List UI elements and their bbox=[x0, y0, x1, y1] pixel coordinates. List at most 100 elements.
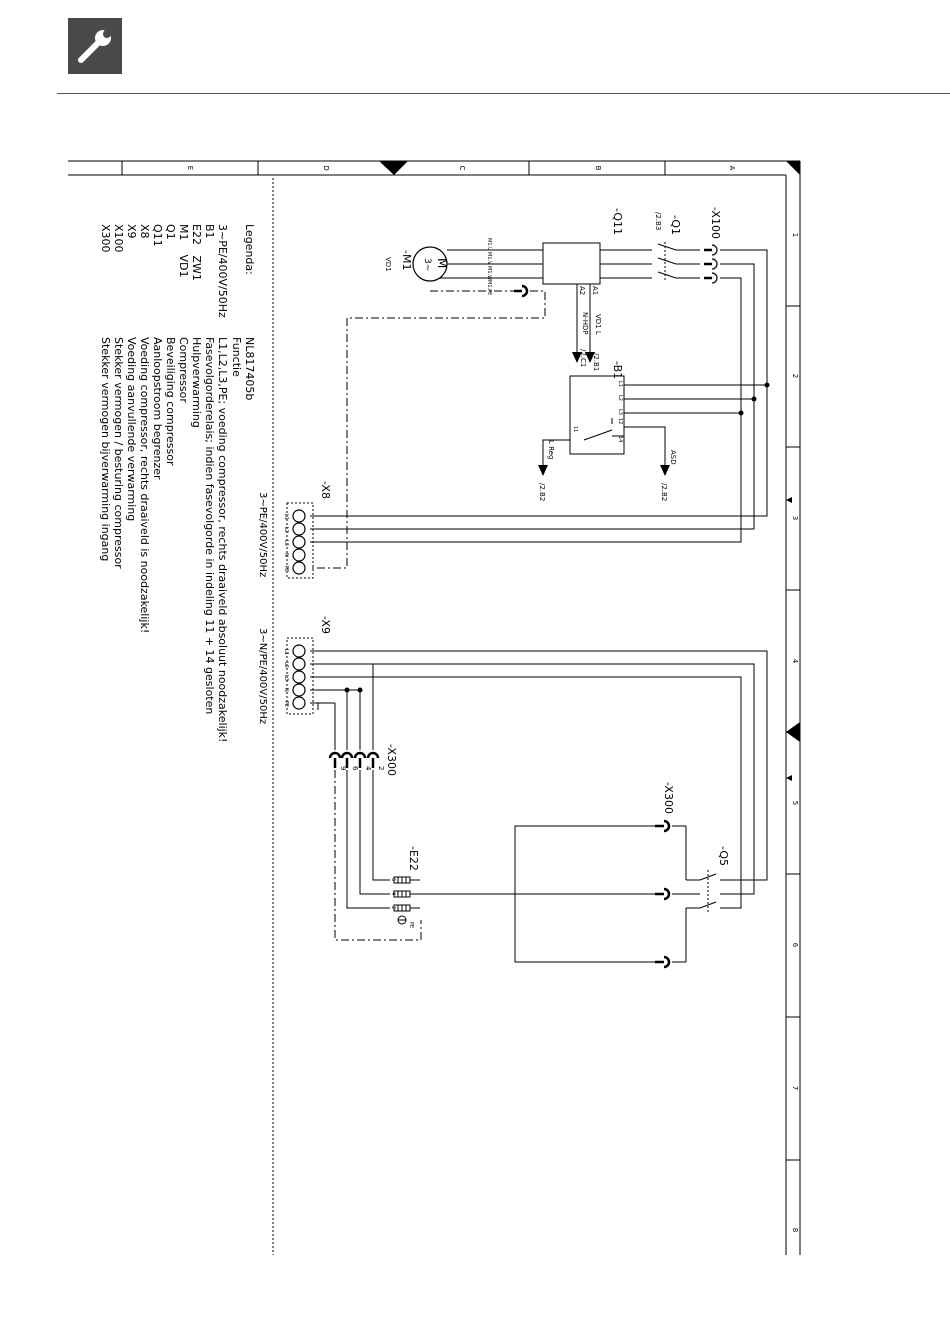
row-label-2: 2 bbox=[791, 374, 799, 378]
row-label-4: 4 bbox=[791, 659, 799, 664]
terminal-x9: L1 L2 L3 N PE -X9 3~N/PE/400V/50Hz bbox=[257, 616, 332, 724]
legend-code: NL817405b bbox=[243, 337, 256, 400]
motor-phase: 3~ bbox=[422, 258, 432, 271]
soft-starter-q11: -Q11 A1 A2 VD1 L N-HDP /2.B1 /2.C1 bbox=[542, 208, 624, 371]
x8-term-l1: L1 bbox=[283, 514, 289, 520]
wrench-icon-graphic bbox=[78, 25, 113, 63]
q11-label: -Q11 bbox=[611, 208, 624, 235]
e22-term-pe: PE bbox=[408, 922, 414, 928]
x300-left-label: -X300 bbox=[385, 744, 398, 776]
legend-desc-e22: Hulpverwarming bbox=[190, 337, 203, 428]
q1-label: -Q1 bbox=[669, 215, 682, 235]
legend-desc-m1: Compressor bbox=[177, 337, 190, 403]
x8-term-l2: L2 bbox=[283, 527, 289, 533]
q5-label: -Q5 bbox=[717, 846, 730, 866]
legend-desc-x8: Voeding compressor, rechts draaiveld is … bbox=[138, 337, 151, 633]
column-label-c: C bbox=[458, 166, 466, 171]
x300-pin-6: 6 bbox=[351, 766, 359, 771]
x100-label: -X100 bbox=[709, 207, 722, 239]
wires bbox=[310, 249, 770, 963]
row-labels: 1 2 3 4 5 6 7 8 bbox=[791, 233, 799, 1232]
b1-term-11: 11 bbox=[572, 426, 578, 432]
legend-desc-q1: Beveiliging compressor bbox=[164, 337, 177, 466]
x8-label: -X8 bbox=[319, 481, 332, 499]
heater-e22: 6 4 2 PE -E22 bbox=[390, 846, 420, 928]
column-label-e: E bbox=[186, 166, 194, 170]
x9-term-l1: L1 bbox=[283, 649, 289, 655]
b1-term-12: 12 bbox=[617, 418, 623, 424]
e22-term-6: 6 bbox=[390, 878, 396, 881]
legend-code-q1: Q1 bbox=[164, 224, 177, 240]
x300-right-label: -X300 bbox=[662, 782, 675, 814]
legend-code-x8: X8 bbox=[138, 224, 151, 239]
b1-ref-asd: /2.B2 bbox=[660, 483, 668, 501]
legend-desc-x100: Stekker vermogen / besturing compressor bbox=[112, 337, 125, 569]
b1-term-l1: L1 bbox=[617, 381, 623, 387]
terminal-x8: L1 L2 L3 N PE -X8 3~PE/400V/50Hz bbox=[257, 481, 332, 579]
legend-code-e22: E22 ZW1 bbox=[190, 224, 203, 281]
q11-a1: A1 bbox=[591, 286, 599, 295]
b1-term-l2: L2 bbox=[617, 395, 623, 401]
b1-ref-lreg: /2.B2 bbox=[538, 483, 546, 501]
x300-pin-2: 2 bbox=[377, 766, 385, 770]
m1-term-w: M1.W bbox=[486, 266, 492, 280]
x8-term-pe: PE bbox=[283, 566, 289, 572]
row-label-3: 3 bbox=[791, 516, 799, 520]
column-label-a: A bbox=[728, 166, 736, 171]
m1-term-v: M1.V bbox=[486, 252, 492, 265]
b1-label: -B1 bbox=[611, 361, 624, 379]
row-label-5: 5 bbox=[791, 801, 799, 805]
legend-function-header: Functie bbox=[230, 337, 243, 377]
q11-nhdp: N-HDP bbox=[581, 312, 589, 335]
x9-label: -X9 bbox=[319, 616, 332, 634]
e22-term-2: 2 bbox=[390, 906, 396, 909]
legend-title: Legenda: bbox=[243, 224, 256, 275]
legend-code-x100: X100 bbox=[112, 224, 125, 253]
m1-sub: VD1 bbox=[384, 257, 392, 272]
x9-term-pe: PE bbox=[283, 701, 289, 707]
column-label-b: B bbox=[594, 166, 602, 171]
m1-term-u: M1.U bbox=[486, 238, 492, 251]
x9-term-n: N bbox=[283, 688, 289, 692]
x300-pin-4: 4 bbox=[364, 766, 372, 771]
q11-ref-2b1: /2.B1 bbox=[592, 353, 600, 371]
m1-term-pe: M1.PE bbox=[486, 280, 492, 295]
legend-desc-b1: Fasevolgorderelais; indien fasevolgorde … bbox=[203, 337, 216, 714]
motor-letter: M bbox=[435, 258, 449, 268]
legend-code-q11: Q11 bbox=[151, 224, 164, 247]
row-label-8: 8 bbox=[791, 1228, 799, 1232]
x8-supply: 3~PE/400V/50Hz bbox=[257, 492, 268, 577]
connector-x300-left: 2 4 6 9 -X300 bbox=[328, 744, 398, 776]
motor-m1: M 3~ -M1 VD1 M1.U M1.V M1.W M1.PE bbox=[384, 238, 529, 298]
x9-term-l2: L2 bbox=[283, 662, 289, 668]
q11-ref-2c1: /2.C1 bbox=[579, 349, 587, 367]
column-labels: A B C D E bbox=[186, 165, 736, 170]
connector-x100: -X100 bbox=[704, 207, 722, 284]
b1-asd: ASD bbox=[669, 450, 677, 465]
switch-q5: -Q5 bbox=[699, 846, 730, 912]
relay-b1: -B1 L1 L2 L3 12 14 11 ASD /2.B2 L Reg /2… bbox=[538, 361, 677, 501]
b1-term-l3: L3 bbox=[617, 409, 623, 415]
x9-supply: 3~N/PE/400V/50Hz bbox=[257, 628, 268, 724]
x9-term-l3: L3 bbox=[283, 675, 289, 681]
e22-term-4: 4 bbox=[390, 892, 396, 895]
column-label-d: D bbox=[322, 165, 330, 170]
row-label-6: 6 bbox=[791, 943, 799, 948]
header-divider bbox=[57, 93, 950, 94]
wrench-icon bbox=[68, 18, 122, 74]
legend-supply-desc: L1,L2,L3,PE; voeding compressor, rechts … bbox=[216, 337, 229, 742]
m1-label: -M1 bbox=[400, 250, 413, 270]
legend-desc-x9: Voeding aanvullende verwarming bbox=[125, 337, 138, 521]
e22-label: -E22 bbox=[407, 846, 420, 871]
x300-pin-9: 9 bbox=[339, 766, 347, 770]
q11-vd1l: VD1 L bbox=[594, 314, 602, 335]
legend-supply: 3~PE/400V/50Hz bbox=[216, 224, 229, 318]
legend: Legenda: NL817405b Functie 3~PE/400V/50H… bbox=[99, 224, 256, 742]
row-label-1: 1 bbox=[791, 233, 799, 237]
legend-code-b1: B1 bbox=[203, 224, 216, 239]
connector-x300-right: -X300 bbox=[655, 782, 675, 969]
legend-desc-q11: Aanloopstroom begrenzer bbox=[151, 337, 164, 480]
row-label-7: 7 bbox=[791, 1086, 799, 1090]
x8-term-l3: L3 bbox=[283, 540, 289, 546]
